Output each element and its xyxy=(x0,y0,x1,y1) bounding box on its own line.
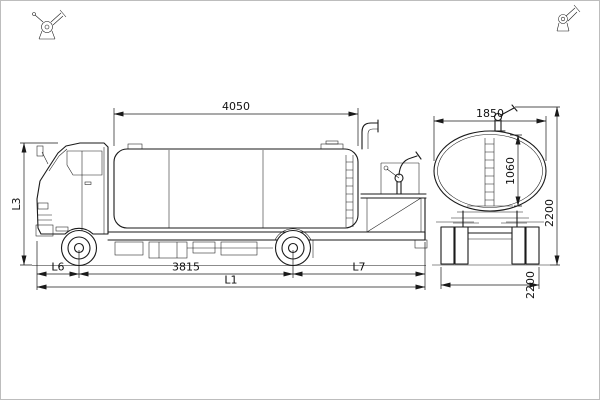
rear-view-wheels xyxy=(440,226,540,265)
platform-supports xyxy=(366,197,422,233)
rear-view: 1850 1060 2200 2200 xyxy=(432,104,560,299)
spray-nozzle-detail-right xyxy=(556,4,581,32)
side-view: 4050 L3 L6 3815 L7 L1 xyxy=(10,100,428,290)
dimension-bottom-width: 2200 xyxy=(440,267,540,299)
dim-label-overall-length: L1 xyxy=(224,274,237,287)
tank-seam xyxy=(168,150,264,228)
side-mirror xyxy=(36,145,44,157)
platform-railing xyxy=(380,162,420,194)
dimension-overall-height: 2200 xyxy=(515,106,560,266)
cab-window xyxy=(66,150,103,176)
dimension-height-left: L3 xyxy=(10,142,58,266)
grille xyxy=(38,214,52,221)
rear-work-platform xyxy=(360,119,428,249)
cab-step xyxy=(55,226,69,232)
dim-label-front-overhang: L6 xyxy=(51,261,64,274)
dimension-tank-height: 1060 xyxy=(504,134,522,207)
dim-label-tank-length: 4050 xyxy=(222,100,250,113)
dimension-bottom-row: L6 3815 L7 L1 xyxy=(36,241,426,290)
dim-label-rear-width: 1850 xyxy=(476,107,504,120)
dim-label-rear-overhang: L7 xyxy=(352,261,365,274)
tank-manhole-front xyxy=(127,143,143,150)
dim-label-wheelbase: 3815 xyxy=(172,261,200,274)
door-edge xyxy=(81,147,105,234)
tank-rear-section xyxy=(433,130,547,219)
platform-deck xyxy=(360,193,427,199)
cab xyxy=(35,142,109,237)
dim-label-overall-height: 2200 xyxy=(543,199,556,227)
spray-nozzle-detail-left xyxy=(32,9,67,40)
dimension-tank-length: 4050 xyxy=(113,100,359,146)
front-bumper xyxy=(35,224,54,237)
riser-pipe xyxy=(361,122,379,150)
door-handle xyxy=(84,181,92,185)
dimension-rear-width: 1850 xyxy=(433,107,547,161)
chassis xyxy=(107,228,426,259)
dim-label-tank-height: 1060 xyxy=(504,157,517,185)
front-wheel xyxy=(60,229,98,267)
tank-manhole-rear xyxy=(320,143,344,150)
rear-platform-lines xyxy=(451,205,529,219)
rear-bumper xyxy=(414,239,428,249)
spray-monitor-side xyxy=(383,151,422,195)
tank-ladder xyxy=(345,155,354,227)
headlight xyxy=(37,202,49,210)
windshield xyxy=(48,148,68,172)
dim-label-height: L3 xyxy=(10,197,23,210)
dim-label-bottom-width: 2200 xyxy=(524,271,537,299)
tank-body xyxy=(113,140,359,229)
tank-ladder-rear xyxy=(484,138,495,206)
